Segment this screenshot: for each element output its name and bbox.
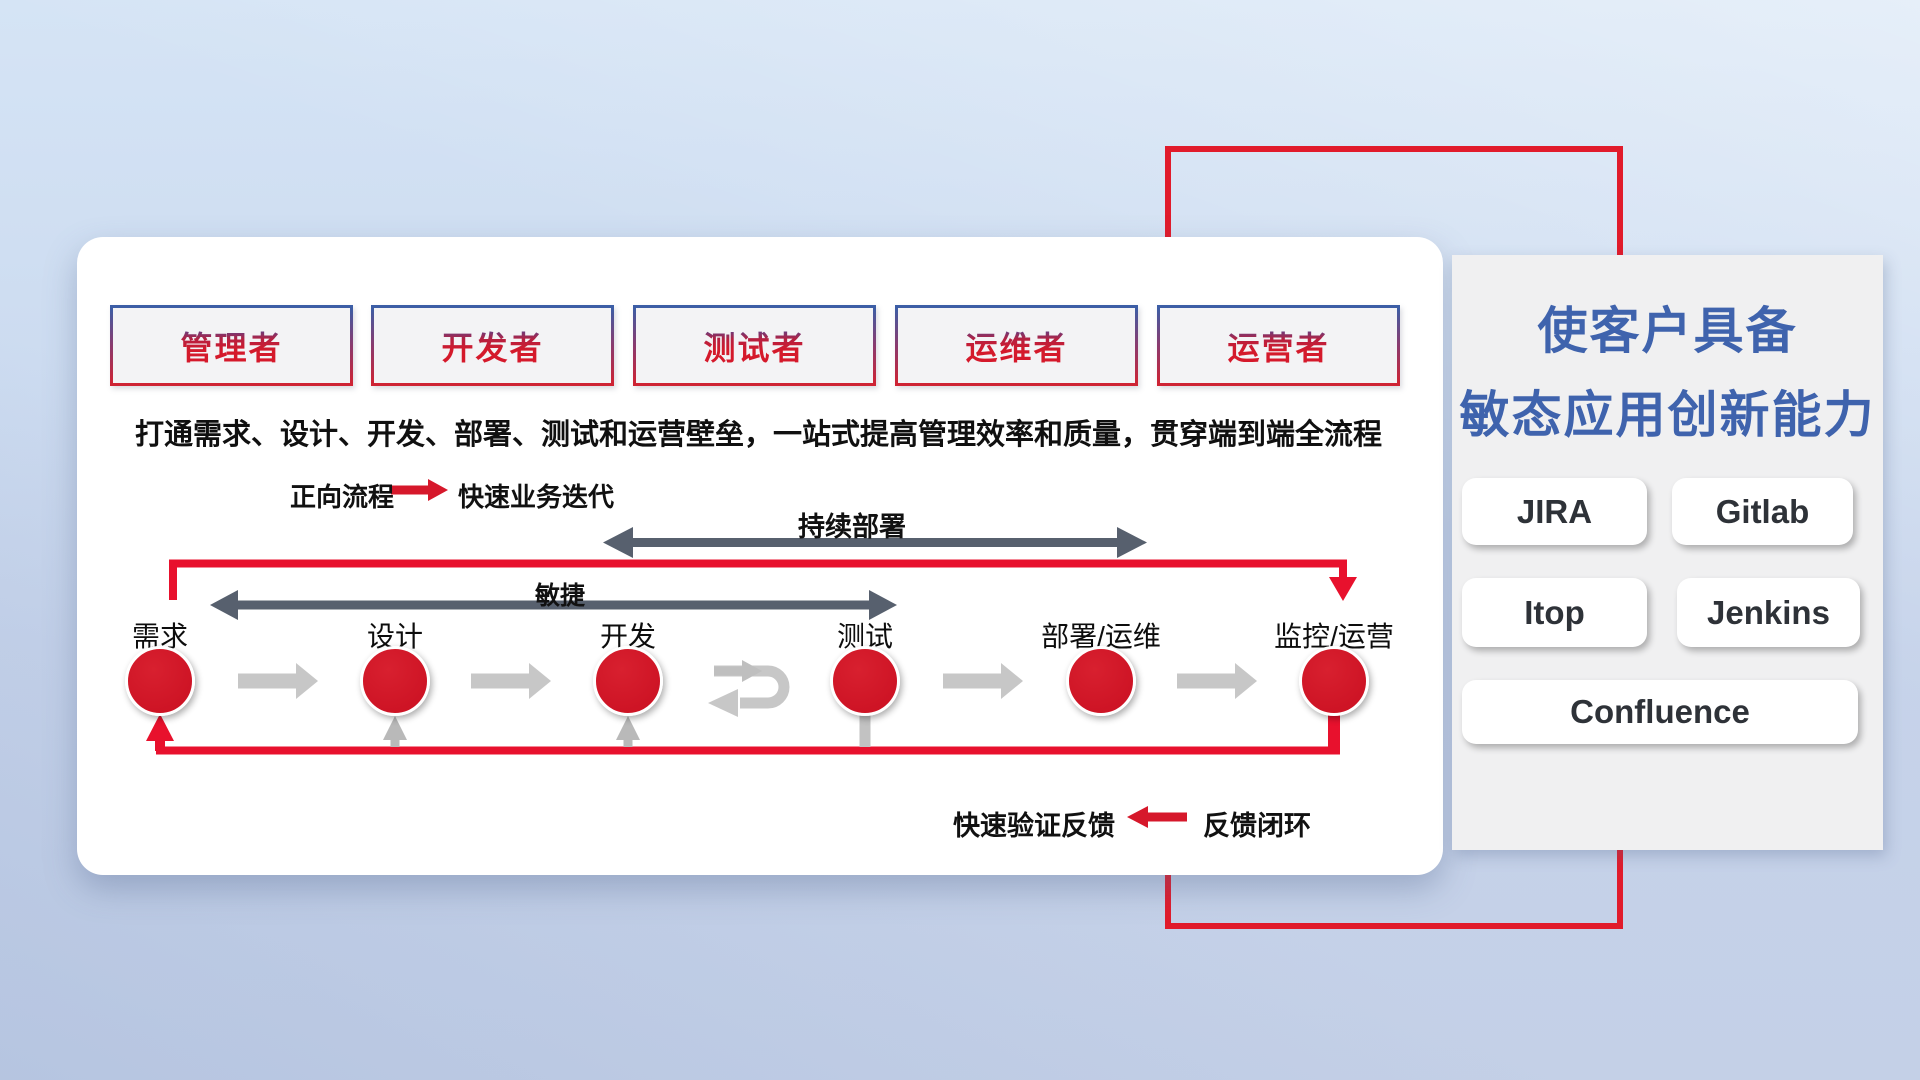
stage-arrow-2 [471,663,551,699]
iteration-loop-icon [708,660,790,717]
role-box-ops: 运维者 [895,305,1138,386]
tool-label: Jenkins [1707,593,1830,631]
agile-label: 敏捷 [535,582,586,610]
gray-up-arrow-design [383,716,407,747]
gray-up-arrow-develop [616,716,640,747]
stage-circle-requirement [125,646,195,716]
stage-arrow-4 [943,663,1023,699]
benefit-title-line1: 使客户具备 [1537,303,1798,359]
tool-label: Gitlab [1715,492,1810,530]
role-box-manager: 管理者 [110,305,353,386]
tool-label: JIRA [1516,492,1593,530]
role-label: 运维者 [965,323,1067,369]
benefit-panel [1452,255,1883,850]
stage-circle-design [360,646,430,716]
role-label: 开发者 [441,323,543,369]
tool-box-gitlab: Gitlab [1672,478,1853,545]
role-label: 测试者 [703,323,805,369]
tool-box-jenkins: Jenkins [1677,578,1860,647]
tool-box-itop: Itop [1462,578,1647,647]
forward-legend-desc: 快速业务迭代 [458,482,615,512]
stage-circle-deploy-ops [1066,646,1136,716]
role-label: 管理者 [180,323,282,369]
feedback-legend-arrow [1127,806,1187,828]
feedback-legend-desc: 快速验证反馈 [953,811,1115,841]
stage-arrow-1 [238,663,318,699]
tool-box-confluence: Confluence [1462,680,1858,744]
benefit-title-line2: 敏态应用创新能力 [1459,387,1876,443]
stage-arrow-5 [1177,663,1257,699]
agile-arrow [210,590,897,620]
role-box-tester: 测试者 [633,305,876,386]
feedback-flow-line [146,713,1340,755]
forward-flow-line [169,559,1357,601]
tool-box-jira: JIRA [1462,478,1647,545]
stage-circle-monitor-ops [1299,646,1369,716]
stage-circle-develop [593,646,663,716]
subtitle: 打通需求、设计、开发、部署、测试和运营壁垒，一站式提高管理效率和质量，贯穿端到端… [135,419,1383,451]
role-label: 运营者 [1227,323,1329,369]
continuous-deployment-label: 持续部署 [798,512,906,542]
tool-label: Confluence [1570,693,1750,730]
forward-legend-arrow [391,479,448,501]
stage-circle-test [830,646,900,716]
forward-legend-label: 正向流程 [290,482,395,512]
continuous-deployment-arrow [603,527,1147,558]
tool-label: Itop [1524,593,1585,631]
feedback-legend-label: 反馈闭环 [1203,811,1311,841]
role-box-developer: 开发者 [371,305,614,386]
role-box-operator: 运营者 [1157,305,1400,386]
